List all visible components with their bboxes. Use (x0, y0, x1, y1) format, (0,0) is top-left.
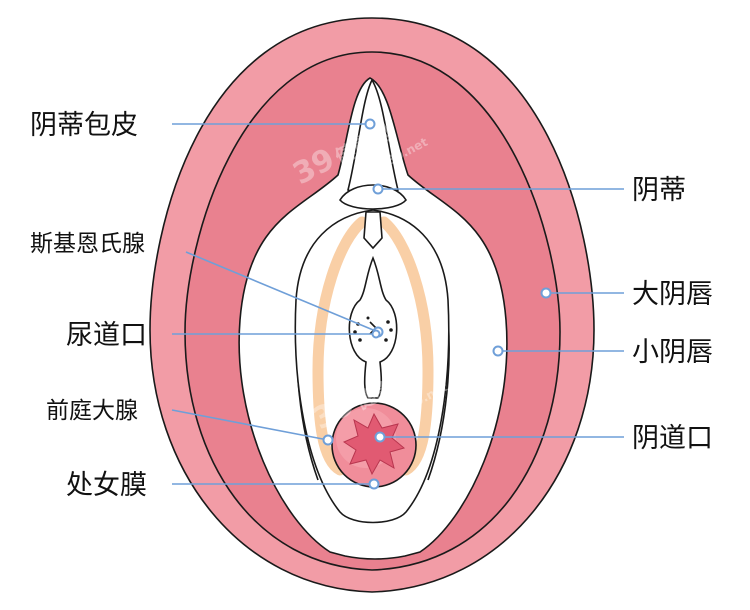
label-clitoral-hood: 阴蒂包皮 (30, 110, 138, 141)
leader-bartholin-glands (171, 409, 329, 441)
dot-labia-minora (492, 345, 504, 357)
dot-clitoral-hood (364, 118, 376, 130)
pointer-dots (322, 118, 552, 490)
label-skenes-glands: 斯基恩氏腺 (30, 231, 145, 257)
label-urethral-opening: 尿道口 (66, 320, 147, 351)
dot-hymen (368, 478, 380, 490)
label-labia-minora: 小阴唇 (632, 337, 713, 368)
vestibule-band (312, 216, 434, 476)
clitoris-shape (339, 184, 407, 210)
dot-vaginal-opening (374, 431, 386, 443)
frenulum (363, 211, 383, 250)
dot-bartholin-glands (322, 434, 334, 446)
leader-lines (171, 123, 624, 485)
label-vaginal-opening: 阴道口 (632, 423, 713, 454)
dot-labia-majora (540, 287, 552, 299)
leader-skenes-glands (185, 251, 379, 333)
dot-urethral-opening (371, 329, 381, 339)
label-clitoris: 阴蒂 (632, 175, 686, 206)
vaginal-opening-shape (342, 412, 406, 476)
dot-clitoris (372, 183, 384, 195)
label-bartholin-glands: 前庭大腺 (46, 398, 138, 424)
label-hymen: 处女膜 (66, 470, 147, 501)
urethra-channel (348, 255, 398, 399)
label-labia-majora: 大阴唇 (632, 279, 713, 310)
